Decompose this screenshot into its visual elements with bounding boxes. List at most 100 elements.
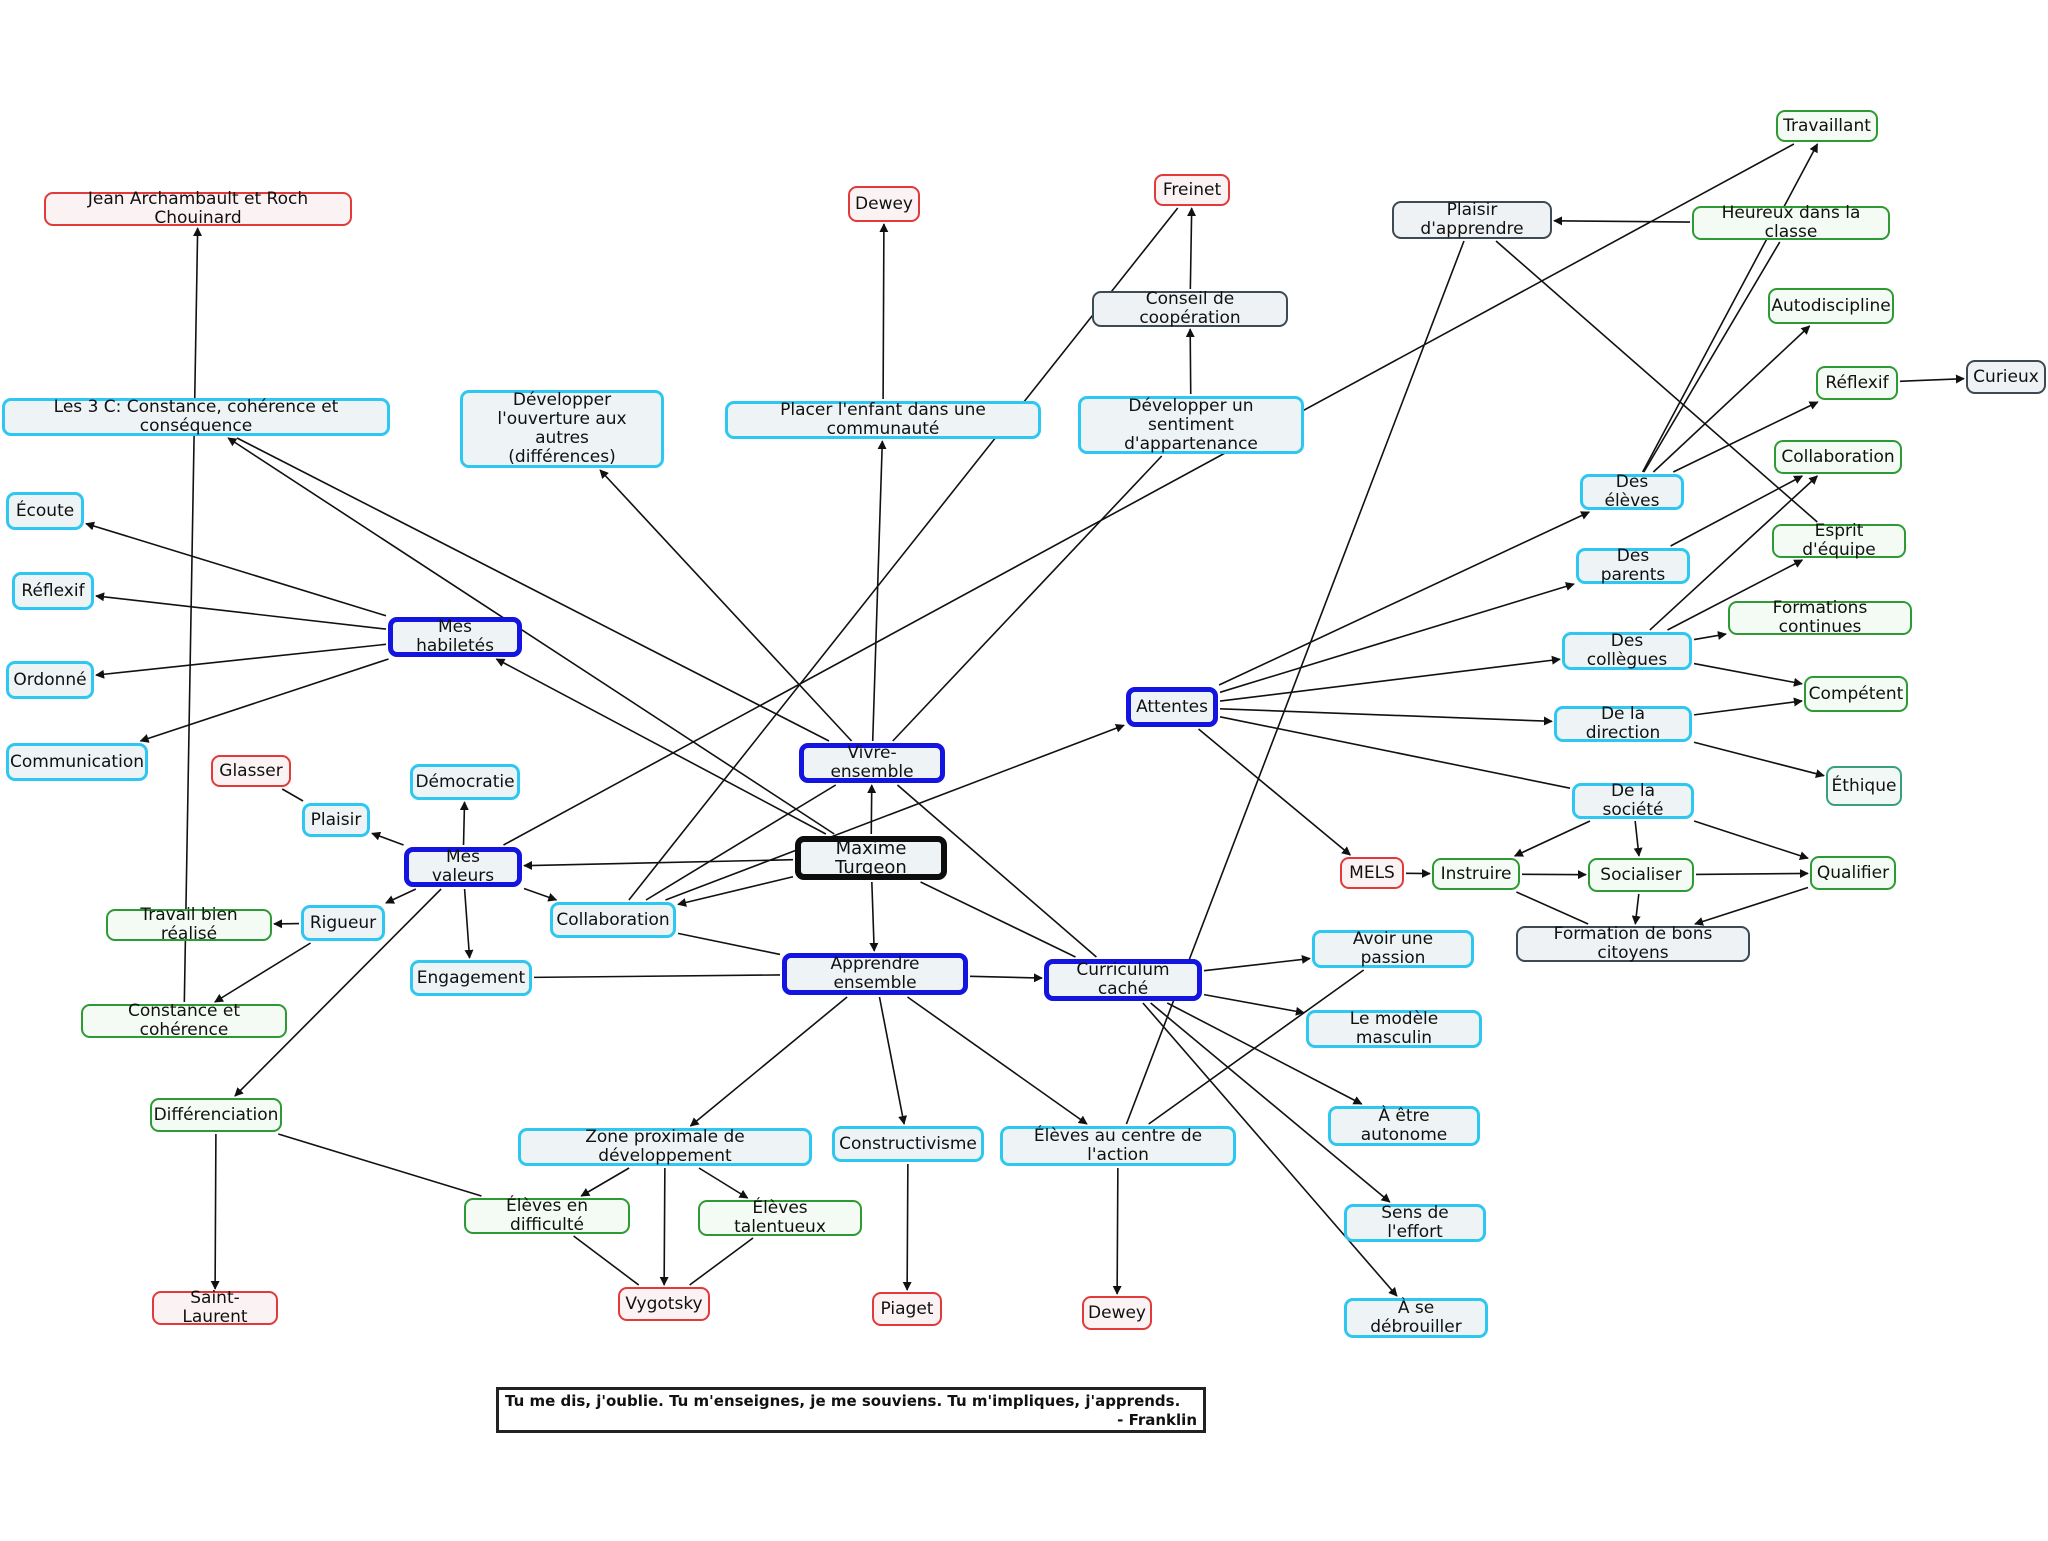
link-zpd-talentueux xyxy=(698,1167,749,1199)
node-les-3-c[interactable]: Les 3 C: Constance, cohérence et conséqu… xyxy=(2,398,390,436)
node-sentiment-appartenance[interactable]: Développer un sentiment d'appartenance xyxy=(1078,396,1304,454)
link-centre-passion xyxy=(1148,969,1365,1125)
link-attentes-mels xyxy=(1197,728,1352,856)
node-reflexif-eleves[interactable]: Réflexif xyxy=(1816,366,1898,400)
node-attentes[interactable]: Attentes xyxy=(1126,687,1218,727)
node-collaboration-attentes[interactable]: Collaboration xyxy=(1774,440,1902,474)
quote-author: - Franklin xyxy=(1117,1411,1197,1429)
link-heureux-plaisirApp xyxy=(1553,216,1691,226)
node-constance-coherence[interactable]: Constance et cohérence xyxy=(81,1002,287,1040)
node-autodiscipline[interactable]: Autodiscipline xyxy=(1768,288,1894,324)
link-centre-dewey2 xyxy=(1112,1167,1122,1295)
node-esprit-equipe[interactable]: Esprit d'équipe xyxy=(1772,522,1906,560)
node-modele-masculin[interactable]: Le modèle masculin xyxy=(1306,1010,1482,1048)
link-vivre-troisC xyxy=(236,437,830,742)
node-des-collegues[interactable]: Des collègues xyxy=(1562,632,1692,670)
node-socialiser[interactable]: Socialiser xyxy=(1588,858,1694,892)
node-vygotsky[interactable]: Vygotsky xyxy=(618,1287,710,1321)
node-ecoute[interactable]: Écoute xyxy=(6,492,84,530)
link-difficulte-vygotsky xyxy=(573,1235,640,1286)
node-reflexif-habiletes[interactable]: Réflexif xyxy=(12,572,94,610)
node-ouverture-aux-autres[interactable]: Développer l'ouverture aux autres (diffé… xyxy=(460,390,664,468)
node-des-eleves[interactable]: Des élèves xyxy=(1580,473,1684,511)
link-plaisirApp-esprit xyxy=(1495,240,1818,523)
link-differenciation-difficulte xyxy=(278,1133,482,1197)
node-communication[interactable]: Communication xyxy=(6,743,148,781)
link-conseil-freinet xyxy=(1187,207,1197,290)
link-direction-ethique xyxy=(1693,741,1825,779)
node-de-la-societe[interactable]: De la société xyxy=(1572,782,1694,820)
node-eleves-difficulte[interactable]: Élèves en difficulté xyxy=(464,1197,630,1235)
node-mes-habiletes[interactable]: Mes habiletés xyxy=(388,617,522,657)
node-zone-proximale[interactable]: Zone proximale de développement xyxy=(518,1128,812,1166)
node-differenciation[interactable]: Différenciation xyxy=(150,1098,282,1132)
node-curriculum-cache[interactable]: Curriculum caché xyxy=(1044,959,1202,1001)
node-travaillant[interactable]: Travaillant xyxy=(1776,110,1878,142)
node-ethique[interactable]: Éthique xyxy=(1826,766,1902,806)
node-dewey-top[interactable]: Dewey xyxy=(848,186,920,222)
link-vivre-placer xyxy=(871,440,887,742)
link-vivre-collab1 xyxy=(645,784,837,901)
node-dewey-bottom[interactable]: Dewey xyxy=(1082,1296,1152,1330)
link-habiletes-communication xyxy=(139,658,389,743)
node-avoir-une-passion[interactable]: Avoir une passion xyxy=(1312,930,1474,968)
node-constructivisme[interactable]: Constructivisme xyxy=(832,1126,984,1162)
link-apprendre-constructivisme xyxy=(878,996,907,1125)
link-talentueux-vygotsky xyxy=(689,1237,754,1286)
link-socialiser-citoyens xyxy=(1631,893,1641,925)
node-eleves-talentueux[interactable]: Élèves talentueux xyxy=(698,1199,862,1237)
node-saint-laurent[interactable]: Saint-Laurent xyxy=(152,1289,278,1327)
link-vivre-ouverture xyxy=(599,469,853,742)
link-sentiment-conseil xyxy=(1185,328,1195,395)
node-curieux[interactable]: Curieux xyxy=(1966,360,2046,394)
node-freinet[interactable]: Freinet xyxy=(1154,174,1230,206)
node-conseil-cooperation[interactable]: Conseil de coopération xyxy=(1092,290,1288,328)
node-piaget[interactable]: Piaget xyxy=(872,1292,942,1326)
node-jean-archambault[interactable]: Jean Archambault et Roch Chouinard xyxy=(44,190,352,228)
link-eleves-autodiscipline xyxy=(1652,325,1811,473)
node-qualifier[interactable]: Qualifier xyxy=(1810,856,1896,890)
link-valeurs-rigueur xyxy=(385,888,417,904)
node-engagement[interactable]: Engagement xyxy=(410,960,532,996)
node-placer-enfant[interactable]: Placer l'enfant dans une communauté xyxy=(725,401,1041,439)
link-collegues-formations xyxy=(1693,631,1727,641)
node-ordonne[interactable]: Ordonné xyxy=(6,661,94,699)
link-collab1-attentes xyxy=(665,723,1125,901)
link-societe-socialiser xyxy=(1633,820,1643,857)
node-travail-bien-realise[interactable]: Travail bien réalisé xyxy=(106,906,272,944)
node-plaisir[interactable]: Plaisir xyxy=(302,803,370,837)
node-des-parents[interactable]: Des parents xyxy=(1576,547,1690,585)
link-valeurs-differenciation xyxy=(234,888,442,1097)
link-societe-instruire xyxy=(1513,820,1591,857)
link-curriculum-debrouiller xyxy=(1142,1002,1398,1297)
node-apprendre-ensemble[interactable]: Apprendre ensemble xyxy=(782,953,968,995)
node-vivre-ensemble[interactable]: Vivre-ensemble xyxy=(799,743,945,783)
node-eleves-centre-action[interactable]: Élèves au centre de l'action xyxy=(1000,1126,1236,1166)
link-attentes-direction xyxy=(1219,708,1553,726)
link-reflexif2-curieux xyxy=(1899,374,1965,384)
node-heureux-classe[interactable]: Heureux dans la classe xyxy=(1692,204,1890,242)
node-sens-effort[interactable]: Sens de l'effort xyxy=(1344,1204,1486,1242)
link-valeurs-travaillant xyxy=(503,143,1795,846)
link-zpd-difficulte xyxy=(580,1167,630,1197)
node-plaisir-apprendre[interactable]: Plaisir d'apprendre xyxy=(1392,201,1552,239)
node-collaboration-valeurs[interactable]: Collaboration xyxy=(550,902,676,938)
node-democratie[interactable]: Démocratie xyxy=(410,764,520,800)
node-rigueur[interactable]: Rigueur xyxy=(301,905,385,941)
node-competent[interactable]: Compétent xyxy=(1804,676,1908,712)
node-instruire[interactable]: Instruire xyxy=(1432,858,1520,890)
node-glasser[interactable]: Glasser xyxy=(211,755,291,787)
link-placer-dewey1 xyxy=(879,223,889,400)
node-formations-continues[interactable]: Formations continues xyxy=(1728,599,1912,637)
node-mes-valeurs[interactable]: Mes valeurs xyxy=(404,847,522,887)
node-de-la-direction[interactable]: De la direction xyxy=(1554,705,1692,743)
link-zpd-vygotsky xyxy=(659,1167,669,1286)
link-attentes-societe xyxy=(1219,716,1571,789)
node-etre-autonome[interactable]: À être autonome xyxy=(1328,1106,1480,1146)
node-formation-bons-citoyens[interactable]: Formation de bons citoyens xyxy=(1516,925,1750,963)
node-maxime-turgeon[interactable]: Maxime Turgeon xyxy=(795,836,947,880)
node-se-debrouiller[interactable]: À se débrouiller xyxy=(1344,1298,1488,1338)
node-mels[interactable]: MELS xyxy=(1340,857,1404,889)
link-curriculum-modele xyxy=(1203,993,1305,1016)
